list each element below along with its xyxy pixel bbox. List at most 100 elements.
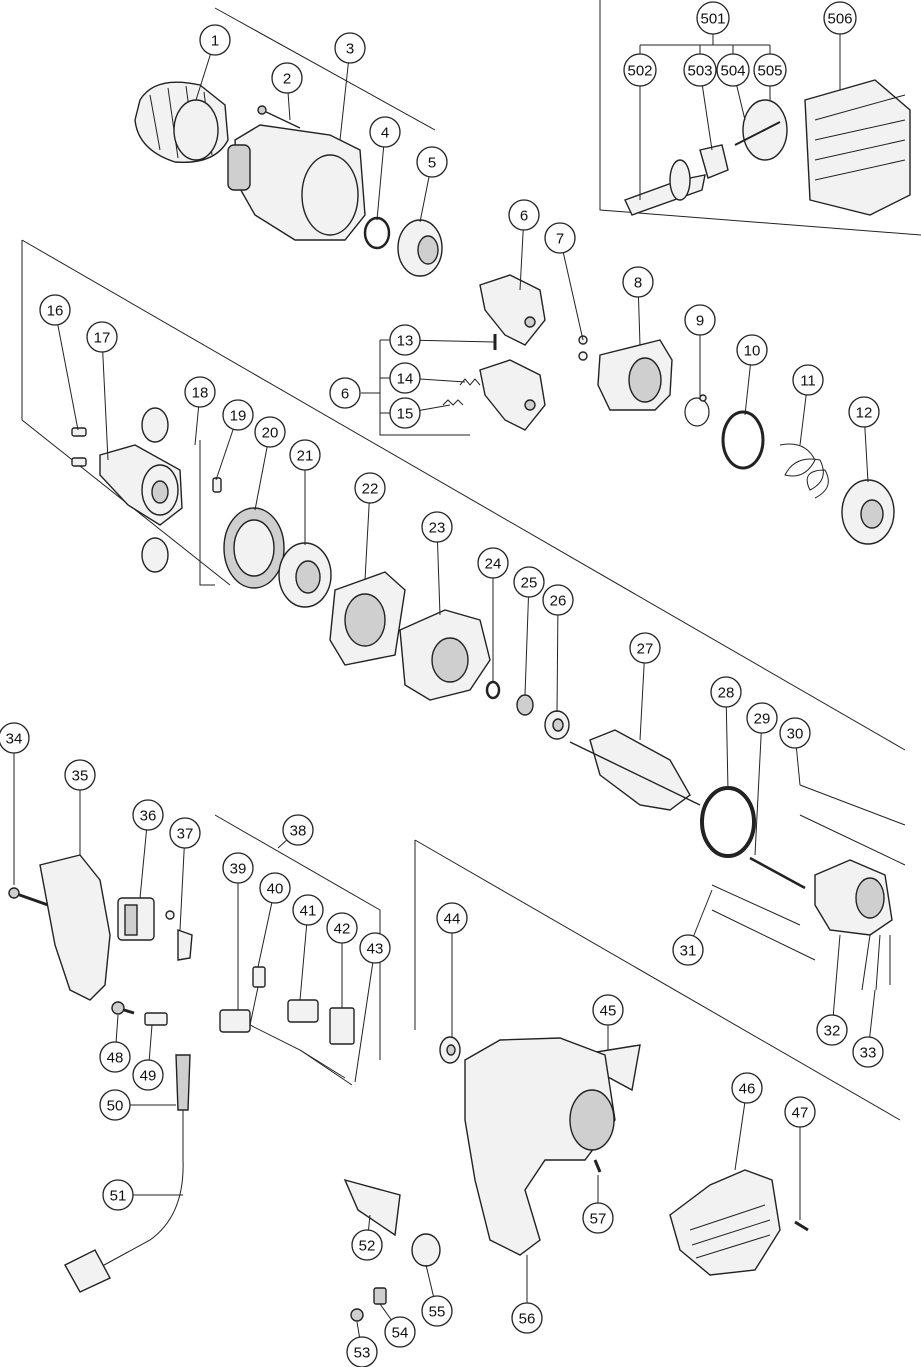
callout-leader-29 [754, 717, 763, 856]
callout-number: 35 [72, 768, 89, 785]
part-1-nose-cap [134, 81, 229, 164]
callout-circle [710, 676, 742, 708]
callout-20: 20 [254, 416, 286, 448]
callout-22: 22 [354, 472, 386, 504]
callout-25: 25 [513, 566, 545, 598]
callout-number: 47 [792, 1105, 809, 1122]
callout-503: 503 [683, 53, 717, 87]
callout-42: 42 [326, 912, 358, 944]
part-44-bearing [439, 1036, 461, 1064]
callout-47: 47 [784, 1096, 816, 1128]
callout-52: 52 [351, 1229, 383, 1261]
callout-41: 41 [292, 894, 324, 926]
callout-circle [513, 566, 545, 598]
callout-number: 28 [718, 685, 735, 702]
callout-number: 57 [590, 1211, 607, 1228]
part-30-leads [799, 784, 906, 866]
callout-40: 40 [259, 872, 291, 904]
callout-21: 21 [289, 439, 321, 471]
callout-9: 9 [684, 304, 716, 336]
callout-circle [184, 376, 216, 408]
callout-circle [848, 396, 880, 428]
callout-501: 501 [696, 1, 730, 35]
callout-circle [389, 362, 421, 394]
callout-circle [753, 53, 787, 87]
callout-13: 13 [389, 324, 421, 356]
part-41-terminal [287, 999, 319, 1023]
callout-number: 51 [110, 1188, 127, 1205]
callout-leader-26 [556, 599, 559, 713]
callout-number: 37 [177, 826, 194, 843]
callout-number: 5 [428, 155, 436, 172]
callout-number: 44 [444, 911, 461, 928]
part-16-pins [71, 427, 87, 467]
callout-56: 56 [511, 1302, 543, 1334]
callout-circle [852, 1036, 884, 1068]
callout-number: 502 [627, 63, 652, 80]
callout-45: 45 [592, 994, 624, 1026]
callout-number: 23 [429, 520, 446, 537]
part-502-side-handle [624, 159, 706, 216]
callout-circle [346, 1336, 378, 1367]
part-14-spring-small [459, 378, 481, 386]
callout-number: 20 [262, 425, 279, 442]
part-57-screw [593, 1159, 602, 1173]
callout-number: 31 [680, 943, 697, 960]
accessory-box-frame [599, 0, 921, 236]
callout-number: 25 [521, 575, 538, 592]
callout-number: 38 [290, 823, 307, 840]
callout-number: 7 [556, 231, 564, 248]
callout-number: 41 [300, 903, 317, 920]
part-505-handle-clamp [734, 99, 788, 161]
callout-39: 39 [222, 852, 254, 884]
part-21-bearing [278, 542, 332, 608]
callout-23: 23 [421, 511, 453, 543]
callout-number: 56 [519, 1311, 536, 1328]
part-35-handle-cover [39, 854, 111, 1001]
part-26-bearing [544, 710, 570, 740]
callout-number: 10 [744, 343, 761, 360]
assembly-guide-lines [21, 7, 906, 1121]
callout-7: 7 [544, 222, 576, 254]
callout-circle [416, 146, 448, 178]
callout-circle [436, 902, 468, 934]
callout-circle [222, 399, 254, 431]
callout-number: 48 [107, 1050, 124, 1067]
callout-number: 45 [600, 1003, 617, 1020]
callout-circle [329, 377, 361, 409]
part-22-gasket [329, 571, 406, 666]
callout-number: 46 [739, 1081, 756, 1098]
callout-6: 6 [329, 377, 361, 409]
part-3-gear-housing [227, 124, 366, 241]
callout-2: 2 [271, 62, 303, 94]
callout-number: 39 [230, 861, 247, 878]
callout-circle [731, 1072, 763, 1104]
part-56-housing [464, 1037, 616, 1256]
callout-number: 52 [359, 1238, 376, 1255]
callout-circle [334, 32, 366, 64]
callout-leader-17 [101, 336, 109, 461]
callout-number: 3 [346, 41, 354, 58]
callout-32: 32 [816, 1014, 848, 1046]
part-19-pin [212, 477, 222, 493]
callout-number: 504 [720, 63, 745, 80]
callout-51: 51 [102, 1179, 134, 1211]
callout-circle [421, 511, 453, 543]
part-47-screw [794, 1220, 809, 1232]
callout-number: 2 [283, 71, 291, 88]
callout-circle [282, 814, 314, 846]
callout-506: 506 [823, 1, 857, 35]
callout-leader-37 [179, 832, 186, 931]
callout-number: 34 [6, 731, 23, 748]
callout-circle [369, 116, 401, 148]
callout-number: 8 [634, 275, 642, 292]
part-34-screw [8, 887, 49, 907]
callout-number: 6 [341, 386, 349, 403]
callout-number: 503 [687, 63, 712, 80]
part-11-spring [779, 443, 829, 499]
callout-number: 506 [827, 11, 852, 28]
callout-circle [792, 364, 824, 396]
callout-number: 33 [860, 1045, 877, 1062]
part-42-capacitor [329, 1007, 355, 1045]
